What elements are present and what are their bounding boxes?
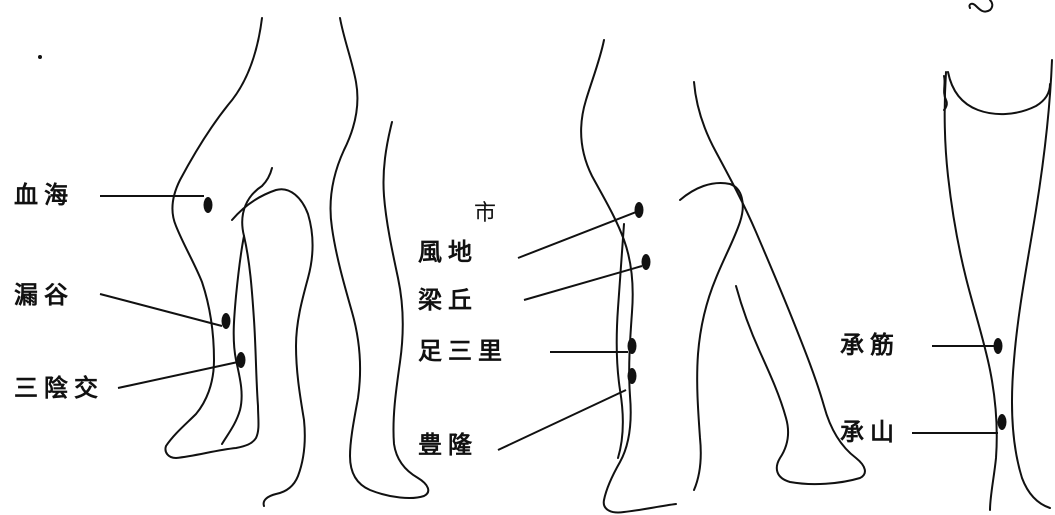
- point-marker: [628, 338, 637, 354]
- point-marker: [642, 254, 651, 270]
- middle-front-leg-outline: [581, 40, 676, 513]
- leader-line: [524, 266, 642, 300]
- leader-line: [118, 362, 238, 388]
- leader-line: [518, 212, 636, 258]
- left-back-leg-inner: [222, 236, 244, 444]
- leader-line: [498, 390, 626, 450]
- label-chengjin: 承筋: [840, 333, 900, 357]
- right-buttock-curve: [948, 72, 1050, 114]
- point-marker: [204, 197, 213, 213]
- middle-front-leg-inner: [617, 224, 624, 458]
- label-lougu: 漏谷: [14, 283, 74, 307]
- left-front-leg-outline: [165, 18, 272, 458]
- right-leg-front-outline: [1012, 60, 1052, 508]
- left-leg-figure: [100, 18, 428, 506]
- point-marker: [628, 368, 637, 384]
- point-marker: [222, 313, 231, 329]
- point-marker: [994, 338, 1003, 354]
- left-rear-leg-outline: [331, 18, 429, 498]
- label-sanyinjiao: 三陰交: [14, 376, 104, 400]
- middle-leg-figure: [498, 40, 865, 513]
- point-marker: [998, 414, 1007, 430]
- label-liangqiu: 梁丘: [418, 288, 478, 312]
- label-zusanli: 足三里: [418, 339, 508, 363]
- right-leg-figure: [912, 0, 1052, 510]
- right-leg-back-outline: [945, 72, 997, 510]
- point-marker: [237, 352, 246, 368]
- correction-mark: 市: [474, 203, 496, 225]
- middle-back-leg-outline: [680, 183, 743, 490]
- label-chengshan: 承山: [840, 420, 900, 444]
- label-fengshi: 風地: [418, 240, 478, 264]
- label-xuehai: 血海: [14, 183, 74, 207]
- point-marker: [635, 202, 644, 218]
- right-hip-detail: [969, 0, 992, 12]
- label-fenglong: 豊隆: [418, 433, 478, 457]
- stray-mark: [38, 55, 42, 59]
- leader-line: [100, 294, 222, 326]
